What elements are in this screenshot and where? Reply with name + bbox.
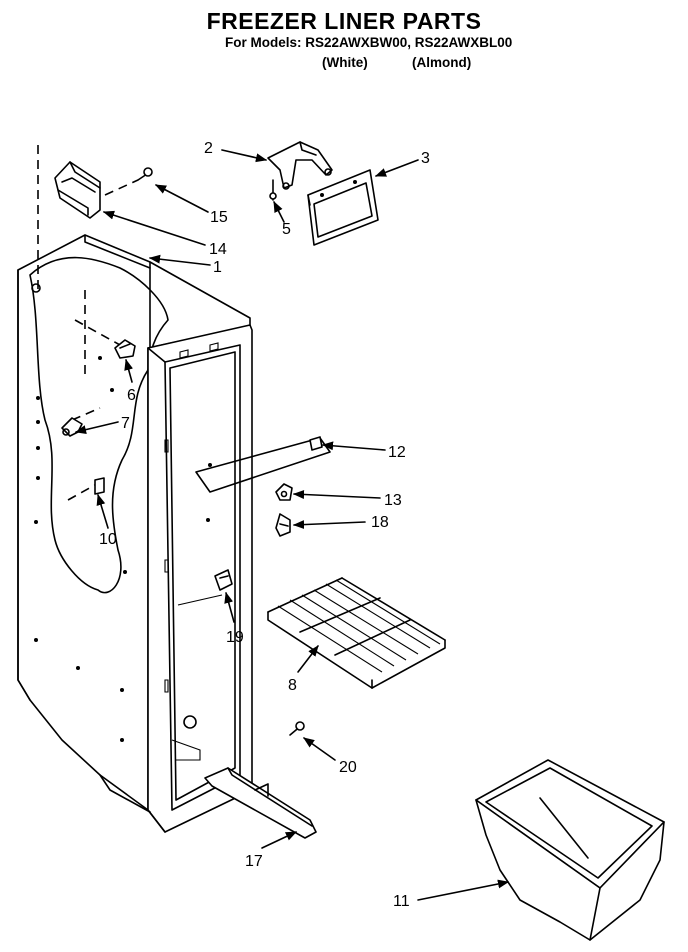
part-3-cover [307, 169, 379, 246]
part-10-fastener [94, 477, 105, 495]
callout-15: 15 [210, 209, 228, 226]
models-line: For Models: RS22AWXBW00, RS22AWXBL00 [225, 35, 513, 50]
page-title: FREEZER LINER PARTS [206, 8, 482, 34]
callout-18: 18 [371, 514, 389, 531]
callout-19: 19 [226, 629, 244, 646]
callout-8: 8 [288, 677, 297, 694]
callout-13: 13 [384, 492, 402, 509]
callout-leaders [74, 149, 510, 901]
callout-10: 10 [99, 531, 117, 548]
part-8-wire-shelf [267, 577, 446, 689]
part-20-screw [289, 721, 305, 736]
callout-11: 11 [393, 893, 410, 910]
freezer-liner [17, 145, 253, 833]
part-2-bracket [267, 141, 333, 190]
part-19-latch [214, 569, 233, 591]
callout-17: 17 [245, 853, 263, 870]
part-13-clip [275, 483, 293, 501]
variant-white-label: (White) [322, 55, 368, 70]
part-17-rail [204, 767, 317, 839]
part-5-screw [269, 179, 277, 201]
callout-7: 7 [121, 415, 130, 432]
callout-14: 14 [209, 241, 227, 258]
callout-3: 3 [421, 150, 430, 167]
part-14-bracket [54, 161, 101, 219]
part-15-screw [104, 167, 153, 196]
callout-5: 5 [282, 221, 291, 238]
part-6-clip [114, 339, 136, 359]
callout-1: 1 [213, 259, 222, 276]
callout-2: 2 [204, 140, 213, 157]
callout-12: 12 [388, 444, 406, 461]
part-18-clip [275, 513, 291, 537]
side-panel-plate [195, 437, 331, 493]
callout-labels: 1 2 3 5 6 7 8 10 11 12 13 14 15 17 18 19… [99, 140, 430, 910]
variant-almond-label: (Almond) [412, 55, 472, 70]
part-11-bin [475, 759, 665, 941]
callout-6: 6 [127, 387, 136, 404]
part-12-clip [309, 436, 323, 451]
callout-20: 20 [339, 759, 357, 776]
